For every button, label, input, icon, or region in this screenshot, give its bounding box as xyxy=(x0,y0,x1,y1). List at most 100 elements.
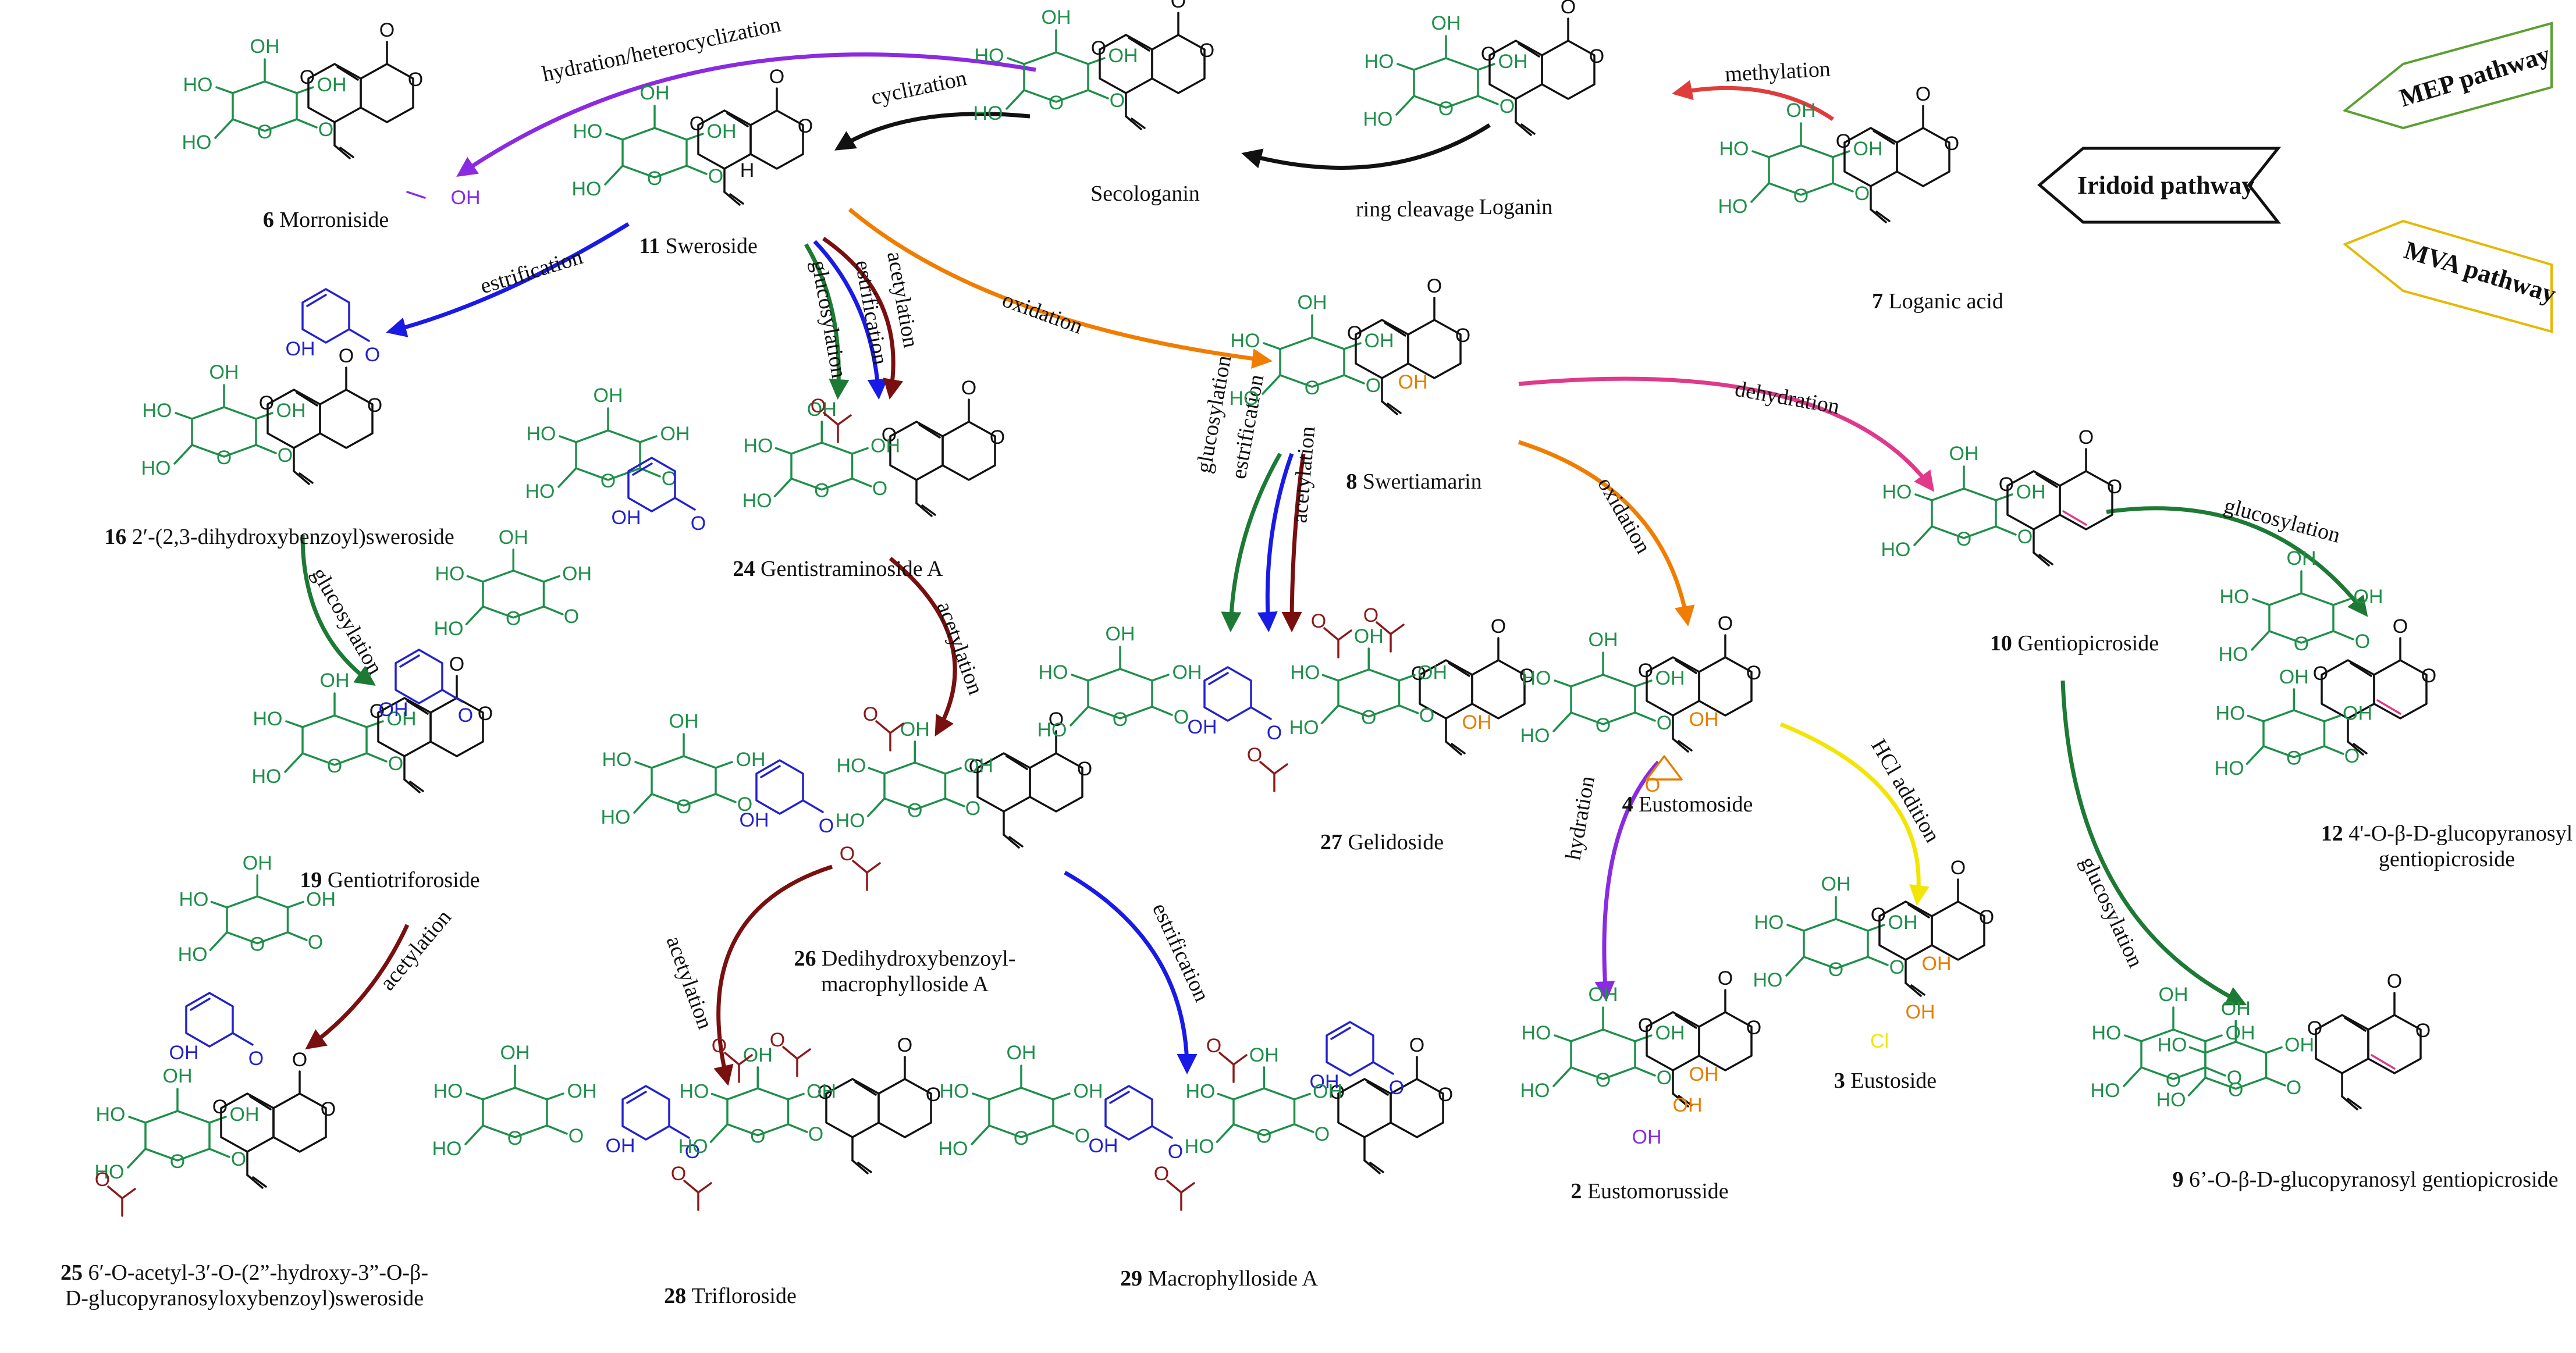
mep-pathway-label: MEP pathway xyxy=(2396,40,2553,112)
ring-oxygen-label: O xyxy=(1836,130,1851,152)
reaction-label-r-hydration-2: hydration xyxy=(1561,774,1600,862)
hydroxyl-label: OH xyxy=(2284,1034,2314,1056)
glycoside-oxygen-label: O xyxy=(1854,183,1870,205)
glycoside-oxygen-label: O xyxy=(1075,1125,1090,1147)
hydroxyl-label: OH xyxy=(286,338,315,360)
ring-oxygen-label: O xyxy=(1793,185,1808,207)
ring-oxygen-label: O xyxy=(1638,660,1653,682)
carbonyl-oxygen-label: O xyxy=(1049,708,1064,731)
hydroxyl-label: HO xyxy=(183,74,213,96)
arrow-r-glucosylation-12 xyxy=(2106,506,2368,617)
compound-label: Swertiamarin xyxy=(1363,469,1482,494)
hydroxyl-label: OH xyxy=(807,398,837,421)
glycoside-oxygen-label: O xyxy=(2344,745,2360,767)
compound-name-c4: 4 Eustomoside xyxy=(1622,792,1753,817)
ring-oxygen-label: O xyxy=(369,700,385,722)
carbonyl-oxygen-label: O xyxy=(769,66,784,88)
reaction-label-r-methylation: methylation xyxy=(1724,57,1831,87)
carbonyl-oxygen-label: O xyxy=(1427,275,1442,297)
hydroxyl-label: OH xyxy=(740,809,769,831)
ring-oxygen-label: O xyxy=(2294,633,2309,655)
compound-number: 11 xyxy=(639,234,665,258)
hydroxyl-label: HO xyxy=(182,131,212,154)
glycoside-oxygen-label: O xyxy=(2227,1067,2242,1089)
hydroxyl-label: OH xyxy=(1589,629,1618,651)
ring-oxygen-label: O xyxy=(750,1126,765,1148)
carbonyl-oxygen-label: O xyxy=(2387,970,2402,992)
hydroxyl-label: HO xyxy=(1365,51,1394,73)
ring-oxygen-label: O xyxy=(676,796,691,818)
hydrogen-label: H xyxy=(740,159,755,181)
ring-oxygen-label: O xyxy=(327,755,342,777)
compound-number: 9 xyxy=(2172,1167,2189,1192)
hydroxyl-label: OH xyxy=(1655,667,1685,689)
arrow-r-acetylation-25 xyxy=(305,924,410,1050)
hydroxyl-label: HO xyxy=(95,1161,125,1183)
hydroxyl-label: HO xyxy=(2219,643,2248,665)
compound-number: 6 xyxy=(263,208,280,232)
glycoside-oxygen-label: O xyxy=(318,119,333,141)
lactone-oxygen-label: O xyxy=(1944,133,1959,155)
compound-name-c28: 28 Trifloroside xyxy=(664,1284,797,1308)
compound-name-line2-c12: gentiopicroside xyxy=(2379,847,2515,871)
ring-oxygen-label: O xyxy=(1361,707,1376,729)
reaction-label-r-ring-cleavage: ring cleavage xyxy=(1356,197,1474,222)
mep-pathway-box: MEP pathway xyxy=(2342,22,2553,130)
hydroxyl-label: OH xyxy=(1365,330,1394,352)
compound-number: 27 xyxy=(1320,830,1348,854)
hydroxyl-label: OH xyxy=(1354,625,1384,647)
arrow-r-glucosylation-19 xyxy=(300,535,376,686)
hydroxyl-label: HO xyxy=(1291,662,1320,684)
ring-oxygen-label: O xyxy=(216,447,232,469)
ring-oxygen-label: O xyxy=(170,1151,185,1173)
ring-oxygen-label: O xyxy=(1481,43,1496,65)
carbonyl-oxygen-label: O xyxy=(1363,604,1378,626)
hydroxyl-label: OH xyxy=(1689,708,1719,731)
arrow-r-hydration-hetero xyxy=(456,52,1036,177)
ring-oxygen-label: O xyxy=(1113,708,1128,731)
hydroxyl-label: OH xyxy=(1074,1080,1103,1102)
hydroxyl-label: OH xyxy=(230,1103,260,1126)
lactone-oxygen-label: O xyxy=(1438,1084,1453,1106)
hydroxyl-label: HO xyxy=(178,943,208,966)
reaction-label-r-acetylation-28: acetylation xyxy=(662,933,717,1032)
iridoid-pathway-arrow-shape xyxy=(2037,147,2282,224)
hydroxyl-label: HO xyxy=(179,889,209,911)
compound-name-c11: 11 Sweroside xyxy=(639,234,758,258)
reaction-label-r-glucosylation-24: glucosylation xyxy=(806,258,851,380)
reaction-arrows xyxy=(300,52,2368,1086)
epoxide-oxygen-label: O xyxy=(1645,774,1660,796)
hydroxyl-label: OH xyxy=(1298,291,1327,314)
compound-label: Dedihydroxybenzoyl- xyxy=(822,946,1015,971)
hydroxyl-label: HO xyxy=(2158,1034,2187,1056)
hydroxyl-label: OH xyxy=(707,120,737,143)
ring-oxygen-label: O xyxy=(647,168,662,190)
chlorine-label: Cl xyxy=(1870,1030,1889,1052)
hydroxyl-label: HO xyxy=(96,1103,126,1126)
compound-number: 12 xyxy=(2321,821,2349,846)
carbonyl-oxygen-label: O xyxy=(1491,615,1506,638)
carbonyl-oxygen-label: O xyxy=(1718,613,1733,635)
compound-label: Trifloroside xyxy=(692,1284,797,1308)
arrow-r-hcl xyxy=(1779,722,1930,906)
carbonyl-oxygen-label: O xyxy=(840,843,855,865)
hydroxyl-label: OH xyxy=(1249,1044,1279,1066)
glycoside-oxygen-label: O xyxy=(1657,712,1672,734)
arrow-r-glucosylation-27 xyxy=(1221,453,1282,632)
hydroxyl-label: OH xyxy=(163,1065,193,1087)
hydroxyl-label: HO xyxy=(2091,1080,2120,1102)
ring-oxygen-label: O xyxy=(1014,1127,1029,1149)
compound-number: 24 xyxy=(733,557,761,581)
hydroxyl-label: OH xyxy=(1498,51,1528,73)
compound-name-c16: 16 2′-(2,3-dihydroxybenzoyl)sweroside xyxy=(104,525,454,549)
compound-label: Gentistraminoside A xyxy=(761,557,943,581)
